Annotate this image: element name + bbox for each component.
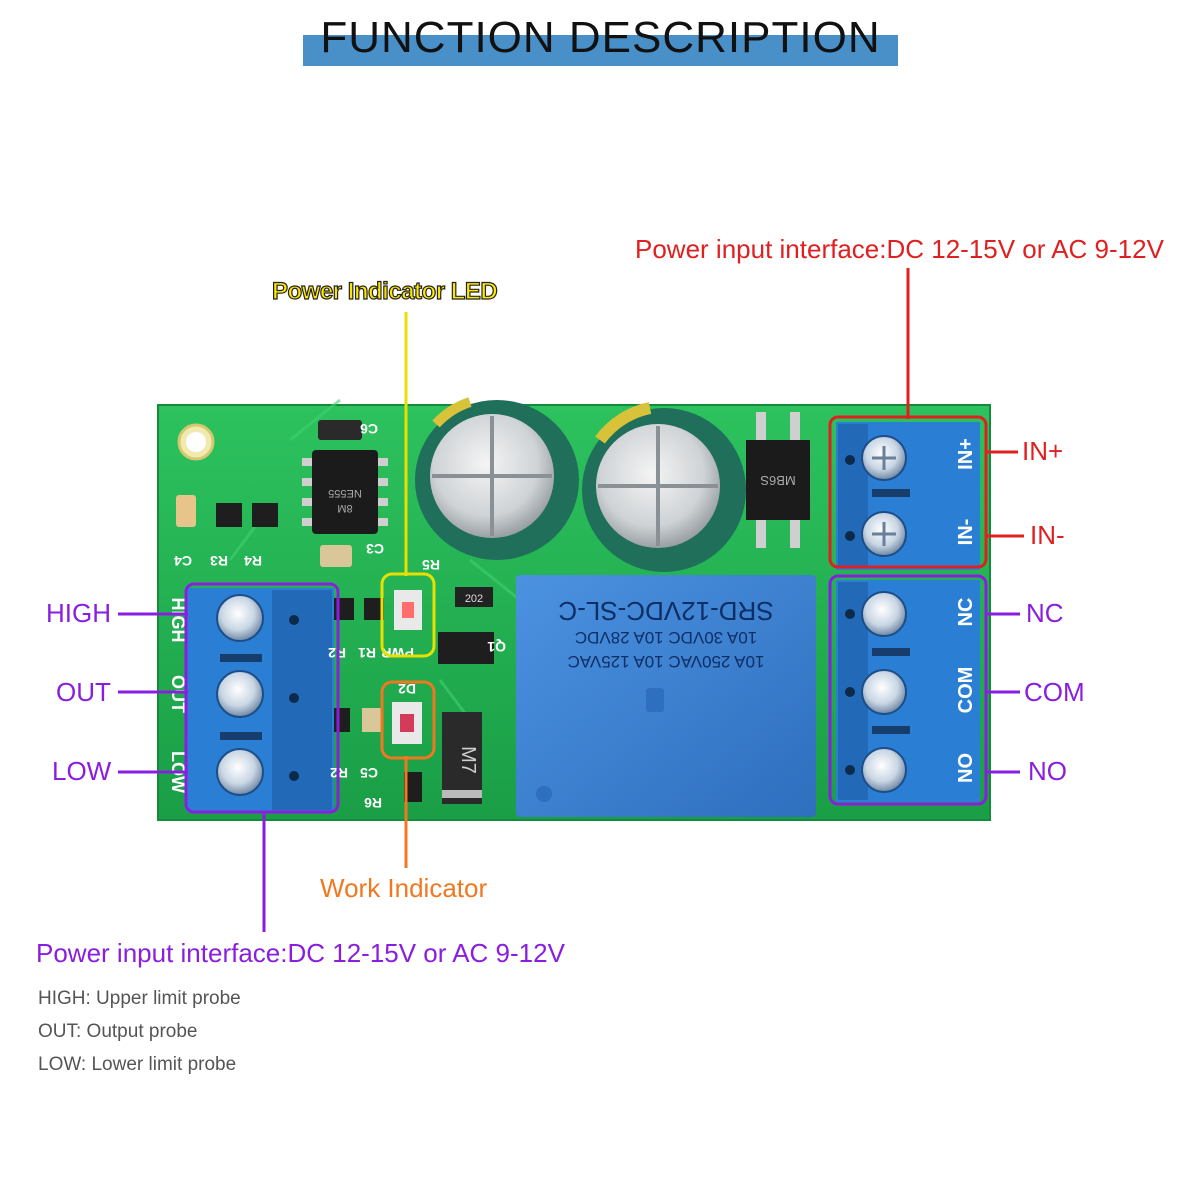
silk-c6: C6 <box>360 421 378 437</box>
highlight-power-led <box>380 572 436 658</box>
capacitor-right <box>582 402 746 572</box>
silk-c4: C4 <box>174 553 192 569</box>
bridge-marking: MB6S <box>760 473 796 488</box>
silk-q1: Q1 <box>487 639 506 655</box>
silk-com: COM <box>955 667 977 714</box>
callout-high: HIGH <box>46 598 111 628</box>
legend-high: HIGH: Upper limit probe <box>38 988 241 1009</box>
callout-work-indicator: Work Indicator <box>320 873 488 903</box>
bridge-rectifier-mb6s: MB6S <box>746 412 810 548</box>
highlight-probes <box>184 582 340 814</box>
leader-lines <box>118 268 1024 932</box>
legend-low: LOW: Lower limit probe <box>38 1054 237 1075</box>
header-bar <box>303 35 898 66</box>
silk-in-plus: IN+ <box>955 438 977 470</box>
callout-nc: NC <box>1026 598 1064 628</box>
legend-out: OUT: Output probe <box>38 1021 198 1042</box>
power-led <box>394 590 422 630</box>
silk-out: OUT <box>168 675 188 713</box>
silk-r5: R5 <box>422 557 440 573</box>
silkscreen-labels: C6 C3 C4 R3 R4 R5 R1 R2 PWR Q1 D2 R2 C5 … <box>174 421 506 811</box>
callout-low: LOW <box>52 756 112 786</box>
silk-r3: R3 <box>210 553 228 569</box>
ne555-chip: NE555 8M <box>302 450 388 534</box>
relay-marking-model: SRD-12VDC-SL-C <box>558 596 773 626</box>
chip-marking-line2: 8M <box>337 502 352 514</box>
diode-marking: M7 <box>457 746 479 774</box>
relay-marking-line2: 10A 30VDC 10A 28VDC <box>575 628 757 647</box>
callout-power-indicator-led: Power Indicator LED <box>271 278 498 305</box>
silk-nc: NC <box>955 598 977 627</box>
silk-r1: R1 <box>358 645 376 661</box>
chip-marking-line1: NE555 <box>328 487 362 499</box>
silk-c5: C5 <box>360 765 378 781</box>
callout-out: OUT <box>56 677 111 707</box>
callout-in-plus: IN+ <box>1022 436 1064 466</box>
terminal-relay-output: NC COM NO <box>836 580 980 802</box>
callout-com: COM <box>1024 677 1085 707</box>
terminal-power-input: IN+ IN- <box>836 422 980 570</box>
transistor-q1 <box>438 632 494 664</box>
diode-m7: M7 <box>442 712 482 804</box>
page-title: FUNCTION DESCRIPTION <box>320 13 881 62</box>
callout-power-input-bottom: Power input interface:DC 12-15V or AC 9-… <box>36 938 565 968</box>
resistor-202-marking: 202 <box>465 593 483 605</box>
relay: SRD-12VDC-SL-C 10A 30VDC 10A 28VDC 10A 2… <box>516 575 816 817</box>
silk-high: HIGH <box>168 598 188 643</box>
silk-no: NO <box>955 753 977 783</box>
silk-r4: R4 <box>244 553 262 569</box>
work-led <box>392 702 422 744</box>
relay-marking-line3: 10A 250VAC 10A 125VAC <box>568 652 765 671</box>
callout-power-input-top: Power input interface:DC 12-15V or AC 9-… <box>635 234 1164 264</box>
highlight-work-led <box>380 680 436 760</box>
silk-r6: R6 <box>364 795 382 811</box>
silk-d2: D2 <box>398 681 416 697</box>
capacitor-left <box>415 397 579 560</box>
callout-in-minus: IN- <box>1030 520 1065 550</box>
callout-no: NO <box>1028 756 1067 786</box>
silk-c3: C3 <box>366 541 384 557</box>
highlight-relay-output <box>828 574 988 806</box>
terminal-probes: HIGH OUT LOW <box>168 588 334 812</box>
silk-in-minus: IN- <box>955 519 977 546</box>
